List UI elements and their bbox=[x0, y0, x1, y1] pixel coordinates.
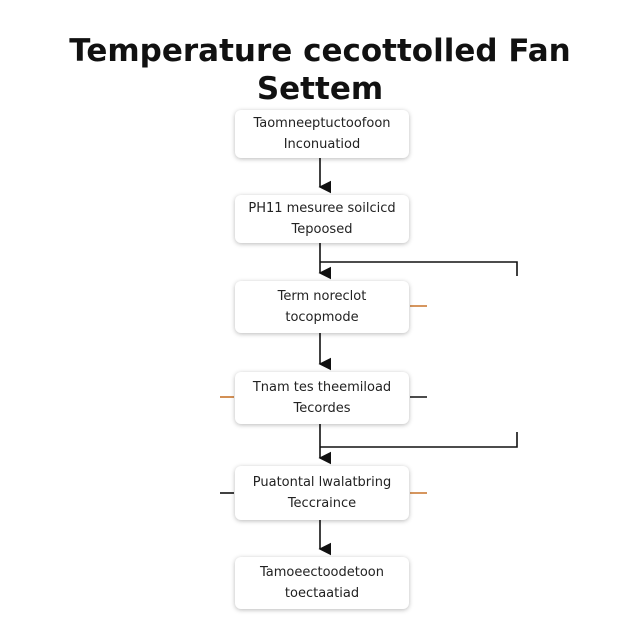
node-5-line1: Puatontal lwalatbring bbox=[252, 475, 392, 490]
node-6-line2: toectaatiad bbox=[284, 586, 360, 601]
node-3: Term noreclot tocopmode bbox=[235, 281, 409, 333]
node-4-line2: Tecordes bbox=[293, 401, 351, 416]
node-1-line1: Taomneeptuctoofoon bbox=[253, 116, 391, 131]
node-6: Tamoeectoodetoon toectaatiad bbox=[235, 557, 409, 609]
node-5-line2: Teccraince bbox=[287, 496, 357, 511]
node-6-line1: Tamoeectoodetoon bbox=[259, 565, 384, 580]
node-2-line2: Tepoosed bbox=[291, 222, 353, 237]
branch-connector-2 bbox=[320, 432, 518, 448]
node-1-line2: Inconuatiod bbox=[283, 137, 361, 152]
branch-connector-1 bbox=[320, 261, 518, 276]
node-4-line1: Tnam tes theemiload bbox=[252, 380, 392, 395]
diagram-title-line2: Settem bbox=[256, 71, 384, 107]
node-2-line1: PH11 mesuree soilcicd bbox=[248, 201, 396, 216]
node-3-line2: tocopmode bbox=[285, 310, 359, 325]
diagram-title-line1: Temperature cecottolled Fan bbox=[69, 33, 571, 69]
node-3-line1: Term noreclot bbox=[277, 289, 367, 304]
